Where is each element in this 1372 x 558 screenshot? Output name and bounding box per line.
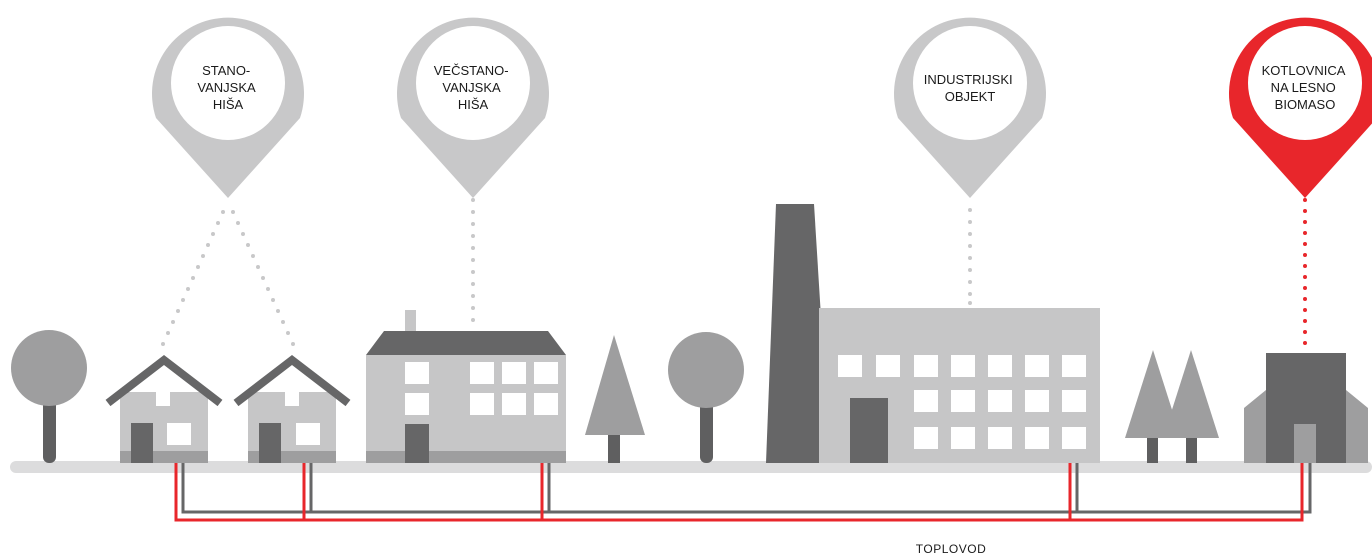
connector-industrial [968, 208, 972, 305]
connector-family-left [161, 210, 225, 346]
tree-pine-3 [1163, 350, 1219, 463]
pin-label-line: KOTLOVNICA [1262, 63, 1346, 78]
svg-text:VEČSTANO- VANJSKA: VEČSTANO- VANJSKA HIŠA [434, 63, 513, 112]
pin-label-line: VANJSKA [197, 80, 256, 95]
connector-dots [161, 198, 972, 346]
tree-pine-2 [1125, 350, 1181, 463]
tree-round-left [11, 330, 87, 463]
pin-label-line: INDUSTRIJSKI [924, 72, 1013, 87]
pin-label-line: HIŠA [213, 97, 244, 112]
connector-apartment [471, 198, 475, 322]
factory [766, 204, 1100, 463]
family-house-1 [105, 354, 223, 463]
pin-label-line: VANJSKA [442, 80, 501, 95]
pin-biomass-boiler: KOTLOVNICA NA LESNO BIOMASO [1229, 17, 1372, 198]
svg-text:INDUSTRIJSKI OBJEKT: INDUSTRIJSKI OBJEKT [924, 72, 1016, 104]
pin-label-line: NA LESNO [1271, 80, 1336, 95]
tree-round-middle [668, 332, 744, 463]
pin-family-house: STANO- VANJSKA HIŠA [152, 17, 304, 198]
pin-label-line: OBJEKT [945, 89, 996, 104]
pipe-label: TOPLOVOD [916, 542, 986, 556]
apartment-building [366, 310, 566, 463]
connector-boiler [1303, 198, 1307, 345]
svg-text:KOTLOVNICA NA LESNO: KOTLOVNICA NA LESNO BIOMASO [1262, 63, 1349, 112]
pipes-grey [181, 463, 1312, 514]
pin-label-line: BIOMASO [1275, 97, 1336, 112]
pin-label-line: VEČSTANO- [434, 63, 509, 78]
pin-label-line: STANO- [202, 63, 250, 78]
pipes-red [174, 463, 1304, 522]
pin-apartment-building: VEČSTANO- VANJSKA HIŠA [397, 17, 550, 198]
pin-industrial-building: INDUSTRIJSKI OBJEKT [894, 17, 1046, 198]
connector-family-right [231, 210, 295, 346]
svg-text:STANO- VANJSKA HIŠ: STANO- VANJSKA HIŠA [197, 63, 258, 112]
pin-label-line: HIŠA [458, 97, 489, 112]
family-house-2 [233, 354, 351, 463]
tree-pine-1 [585, 335, 645, 463]
ground-line [10, 461, 1372, 473]
biomass-boiler-house [1244, 353, 1368, 463]
